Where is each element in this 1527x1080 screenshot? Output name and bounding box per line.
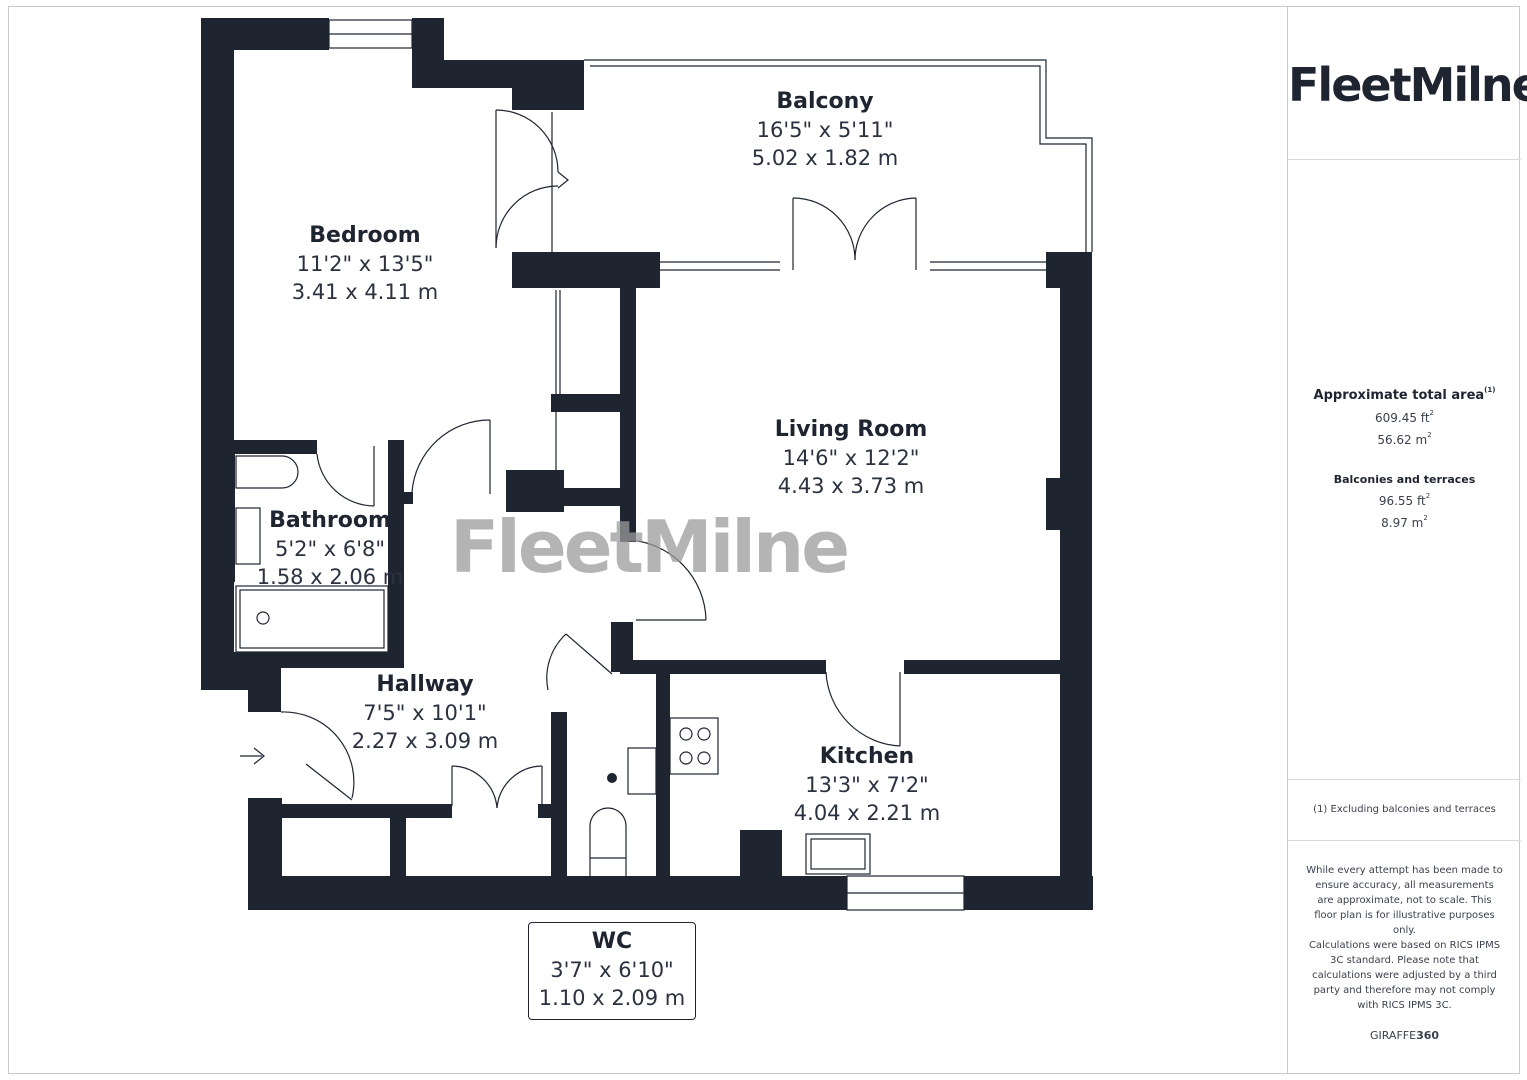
disclaimer-calculations: Calculations were based on RICS IPMS 3C … <box>1308 940 1501 1011</box>
footnote-text: (1) Excluding balconies and terraces <box>1313 804 1496 815</box>
room-hallway-metric: 2.27 x 3.09 m <box>351 729 499 753</box>
balcony-area-ft2-value: 96.55 ft <box>1378 494 1426 508</box>
provider-logo-b: 360 <box>1416 1029 1440 1042</box>
wall-hall-cupboard-div <box>390 804 406 880</box>
wall-living-stub <box>562 488 624 506</box>
room-hallway-imperial: 7'5" x 10'1" <box>363 701 487 725</box>
wall-corner-pillar <box>512 60 584 110</box>
provider-logo-a: GIRAFFE <box>1369 1029 1417 1042</box>
wall-bathroom-north <box>213 440 317 454</box>
room-kitchen-name: Kitchen <box>819 744 915 769</box>
balcony-area-m2: 8.97 m2 <box>1288 514 1521 530</box>
room-bathroom-name: Bathroom <box>269 508 391 533</box>
room-balcony: Balcony 16'5" x 5'11" 5.02 x 1.82 m <box>700 88 950 172</box>
room-bedroom-metric: 3.41 x 4.11 m <box>291 280 439 304</box>
room-living: Living Room 14'6" x 12'2" 4.43 x 3.73 m <box>726 416 976 500</box>
wall-hall-cupboard-west <box>248 798 282 908</box>
page-frame <box>8 6 1520 1074</box>
room-balcony-name: Balcony <box>776 89 874 114</box>
sidebar-divider-3 <box>1288 840 1521 841</box>
room-balcony-imperial: 16'5" x 5'11" <box>756 118 894 142</box>
room-bedroom: Bedroom 11'2" x 13'5" 3.41 x 4.11 m <box>240 222 490 306</box>
wall-bedroom-west <box>201 18 234 690</box>
room-kitchen-imperial: 13'3" x 7'2" <box>805 773 929 797</box>
watermark: FleetMilne <box>450 505 850 589</box>
room-kitchen: Kitchen 13'3" x 7'2" 4.04 x 2.21 m <box>742 743 992 827</box>
floor-plan <box>201 18 1093 911</box>
total-area-m2: 56.62 m2 <box>1288 431 1521 447</box>
sq-ft-mark: 2 <box>1429 409 1434 417</box>
total-area-ft2-value: 609.45 ft <box>1375 411 1430 425</box>
balcony-area-block: Balconies and terraces 96.55 ft2 8.97 m2 <box>1288 473 1521 530</box>
wall-wc-stub <box>538 804 552 818</box>
wall-entry-pillar <box>248 660 281 712</box>
sidebar-divider <box>1288 159 1521 160</box>
room-kitchen-metric: 4.04 x 2.21 m <box>793 801 941 825</box>
wall-kitchen-north-a <box>620 660 826 674</box>
wall-bedroom-north-a <box>201 18 329 50</box>
total-area-footnote-mark: (1) <box>1484 386 1496 394</box>
total-area-m2-value: 56.62 m <box>1377 433 1428 447</box>
room-wc-name: WC <box>591 929 633 954</box>
disclaimer-accuracy: While every attempt has been made to ens… <box>1306 865 1503 936</box>
wall-living-door-jamb <box>611 622 633 672</box>
wall-wardrobe-shelf <box>551 394 625 412</box>
wall-kitchen-west <box>656 672 670 880</box>
sidebar-divider-2 <box>1288 779 1521 780</box>
room-bathroom: Bathroom 5'2" x 6'8" 1.58 x 2.06 m <box>240 507 420 591</box>
total-area-title: Approximate total area(1) <box>1288 386 1521 403</box>
wall-living-niche <box>1046 478 1062 530</box>
brand-logo: FleetMilne <box>1288 58 1527 112</box>
wall-balcony-south-a <box>512 252 660 288</box>
wc-basin-tap <box>607 773 617 783</box>
wall-bathroom-west <box>213 440 235 582</box>
provider-logo: GIRAFFE360 <box>1306 1028 1503 1043</box>
room-living-metric: 4.43 x 3.73 m <box>777 474 925 498</box>
wall-wc-west <box>551 712 567 880</box>
balcony-area-title: Balconies and terraces <box>1333 473 1476 486</box>
room-wc-box <box>528 922 696 1020</box>
room-hallway-name: Hallway <box>376 672 474 697</box>
sq-m-mark: 2 <box>1427 431 1432 439</box>
total-area-title-text: Approximate total area <box>1313 388 1485 403</box>
wall-bathroom-south <box>213 652 404 668</box>
sq-m-mark-2: 2 <box>1423 514 1428 522</box>
sq-ft-mark-2: 2 <box>1425 492 1431 500</box>
wall-south-east <box>964 876 1093 910</box>
wall-kitchen-north-b <box>904 660 1062 674</box>
wall-bathroom-jamb <box>401 492 413 504</box>
total-area-ft2: 609.45 ft2 <box>1288 409 1521 425</box>
room-wc-imperial: 3'7" x 6'10" <box>550 958 674 982</box>
room-bathroom-imperial: 5'2" x 6'8" <box>274 537 386 561</box>
total-area-block: Approximate total area(1) 609.45 ft2 56.… <box>1288 386 1521 447</box>
room-bathroom-metric: 1.58 x 2.06 m <box>256 565 404 589</box>
wall-bathroom-east <box>388 440 404 668</box>
info-sidebar: FleetMilne Approximate total area(1) 609… <box>1287 6 1527 1074</box>
room-hallway: Hallway 7'5" x 10'1" 2.27 x 3.09 m <box>300 671 550 755</box>
wall-pillar-centre <box>506 470 564 512</box>
room-wc-metric: 1.10 x 2.09 m <box>538 986 686 1010</box>
wall-living-west <box>620 252 636 542</box>
balcony-area-m2-value: 8.97 m <box>1381 516 1424 530</box>
room-balcony-metric: 5.02 x 1.82 m <box>751 146 899 170</box>
room-living-name: Living Room <box>774 417 928 442</box>
wall-living-east <box>1060 252 1092 910</box>
room-bedroom-name: Bedroom <box>309 223 421 248</box>
wall-kitchen-pillar <box>740 830 782 880</box>
room-bedroom-imperial: 11'2" x 13'5" <box>296 252 434 276</box>
room-wc: WC 3'7" x 6'10" 1.10 x 2.09 m <box>528 928 696 1012</box>
balcony-area-ft2: 96.55 ft2 <box>1288 492 1521 508</box>
room-living-imperial: 14'6" x 12'2" <box>782 446 920 470</box>
wall-hall-cupboard-top <box>282 804 452 818</box>
